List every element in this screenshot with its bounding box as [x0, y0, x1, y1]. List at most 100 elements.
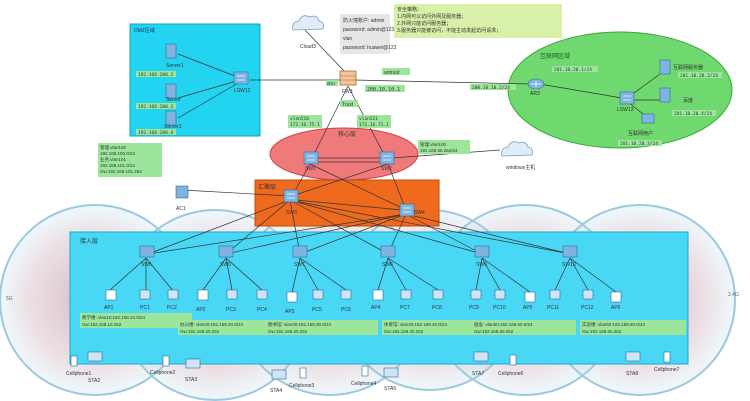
dmz-port-label: dmz	[327, 81, 336, 86]
server3-label: Server3	[164, 124, 182, 130]
wlan-band-left: 5G	[6, 296, 13, 302]
pc-label: PC2	[167, 305, 177, 311]
laptop-icon[interactable]	[185, 358, 201, 369]
ar3-label: AR3	[530, 91, 540, 97]
server1-label: Server1	[166, 63, 184, 69]
pc-icon[interactable]	[340, 289, 352, 300]
switch-icon[interactable]	[233, 71, 249, 85]
fw-wan-ip-tag	[365, 85, 405, 92]
laptop-icon[interactable]	[473, 351, 489, 362]
switch-icon[interactable]	[379, 151, 395, 165]
phone-icon[interactable]	[663, 351, 671, 363]
sta-label: STA8	[626, 371, 638, 377]
server-icon[interactable]	[659, 59, 671, 75]
pc-icon[interactable]	[139, 289, 151, 300]
mgmt-note	[98, 143, 162, 177]
pc-icon[interactable]	[549, 289, 561, 300]
switch-icon[interactable]	[619, 91, 635, 105]
switch-icon[interactable]	[399, 203, 415, 217]
access-switch-label: SW8	[382, 262, 393, 268]
mgmt2-text: 管理:vlan100 192.168.56.254/24	[420, 141, 458, 153]
switch-icon[interactable]	[292, 245, 308, 258]
links	[109, 29, 661, 293]
ap-label: AP4	[371, 305, 381, 311]
pc-label: PC8	[432, 305, 442, 311]
ap-icon[interactable]	[610, 291, 622, 303]
pc-icon[interactable]	[641, 113, 655, 124]
inet-server1-ip-tag	[678, 72, 722, 78]
switch-icon[interactable]	[380, 245, 396, 258]
sw1-vlan-tag	[288, 115, 322, 128]
switch-icon[interactable]	[283, 189, 299, 203]
pc-label: PC11	[547, 305, 559, 311]
dmz-port-tag	[326, 80, 338, 86]
ap-icon[interactable]	[524, 291, 536, 303]
firewall-icon[interactable]	[339, 70, 357, 86]
pc-icon[interactable]	[582, 289, 594, 300]
sw1-label: SW1	[305, 166, 316, 172]
sta-label: STA2	[88, 378, 100, 384]
switch-icon[interactable]	[139, 245, 155, 258]
phone-icon[interactable]	[361, 365, 369, 377]
server-icon[interactable]	[165, 110, 177, 126]
mgmt2-note	[418, 140, 470, 154]
security-policy-note	[394, 4, 562, 38]
server-icon[interactable]	[165, 83, 177, 99]
inet-server2-label: 百度	[683, 97, 693, 104]
aggregation-zone	[254, 179, 440, 227]
server-icon[interactable]	[165, 43, 177, 59]
inet-user-label: 互联网用户	[628, 130, 653, 137]
sw4-label: SW4	[414, 210, 425, 216]
pc-icon[interactable]	[400, 289, 412, 300]
router-icon[interactable]	[527, 78, 545, 90]
inet-server1-ip: 201.10.20.2/24	[680, 73, 718, 79]
ap-label: AP3	[285, 309, 295, 315]
switch-icon[interactable]	[562, 245, 578, 258]
mgmt-text: 管理:vlan100 192.168.100.0/24 业务:vlan101 1…	[100, 144, 142, 174]
pc-icon[interactable]	[167, 289, 179, 300]
switch-icon[interactable]	[218, 245, 234, 258]
laptop-icon[interactable]	[87, 351, 103, 362]
pc-icon[interactable]	[470, 289, 482, 300]
ap-icon[interactable]	[372, 289, 384, 301]
server-icon[interactable]	[659, 87, 671, 103]
trust-tag	[340, 100, 358, 107]
cloud-icon[interactable]	[501, 141, 533, 157]
pc-icon[interactable]	[226, 289, 238, 300]
phone-icon[interactable]	[162, 355, 170, 367]
ac1-label: AC1	[176, 206, 186, 212]
fw-wan-ip: 200.10.10.1	[367, 87, 400, 93]
pc-label: PC12	[581, 305, 594, 311]
ap-icon[interactable]	[286, 291, 298, 303]
laptop-icon[interactable]	[383, 367, 399, 378]
lsw12-label: LSW12	[234, 88, 251, 94]
phone-icon[interactable]	[70, 355, 78, 367]
phone-icon[interactable]	[299, 367, 307, 379]
laptop-icon[interactable]	[271, 369, 287, 380]
switch-icon[interactable]	[303, 151, 319, 165]
sta-label: STA5	[384, 386, 396, 392]
pc-icon[interactable]	[494, 289, 506, 300]
cloud-icon[interactable]	[292, 15, 324, 31]
phone-icon[interactable]	[509, 354, 517, 366]
laptop-icon[interactable]	[625, 351, 641, 362]
pc-label: PC1	[140, 305, 150, 311]
pc-icon[interactable]	[432, 289, 444, 300]
ap-icon[interactable]	[105, 289, 117, 301]
ap-icon[interactable]	[197, 289, 209, 301]
pc-icon[interactable]	[312, 289, 324, 300]
ac-icon[interactable]	[175, 185, 189, 199]
pc-label: PC7	[400, 305, 410, 311]
pc-icon[interactable]	[256, 289, 268, 300]
switch-icon[interactable]	[474, 245, 490, 258]
aggregation-label: 汇聚层	[258, 183, 276, 191]
security-policy-text: 安全策略： 1.内网可以访问外网及服务器； 2.外网只能访问服务器； 3.服务器…	[397, 6, 501, 34]
ar-wan-ip-tag	[470, 84, 516, 90]
